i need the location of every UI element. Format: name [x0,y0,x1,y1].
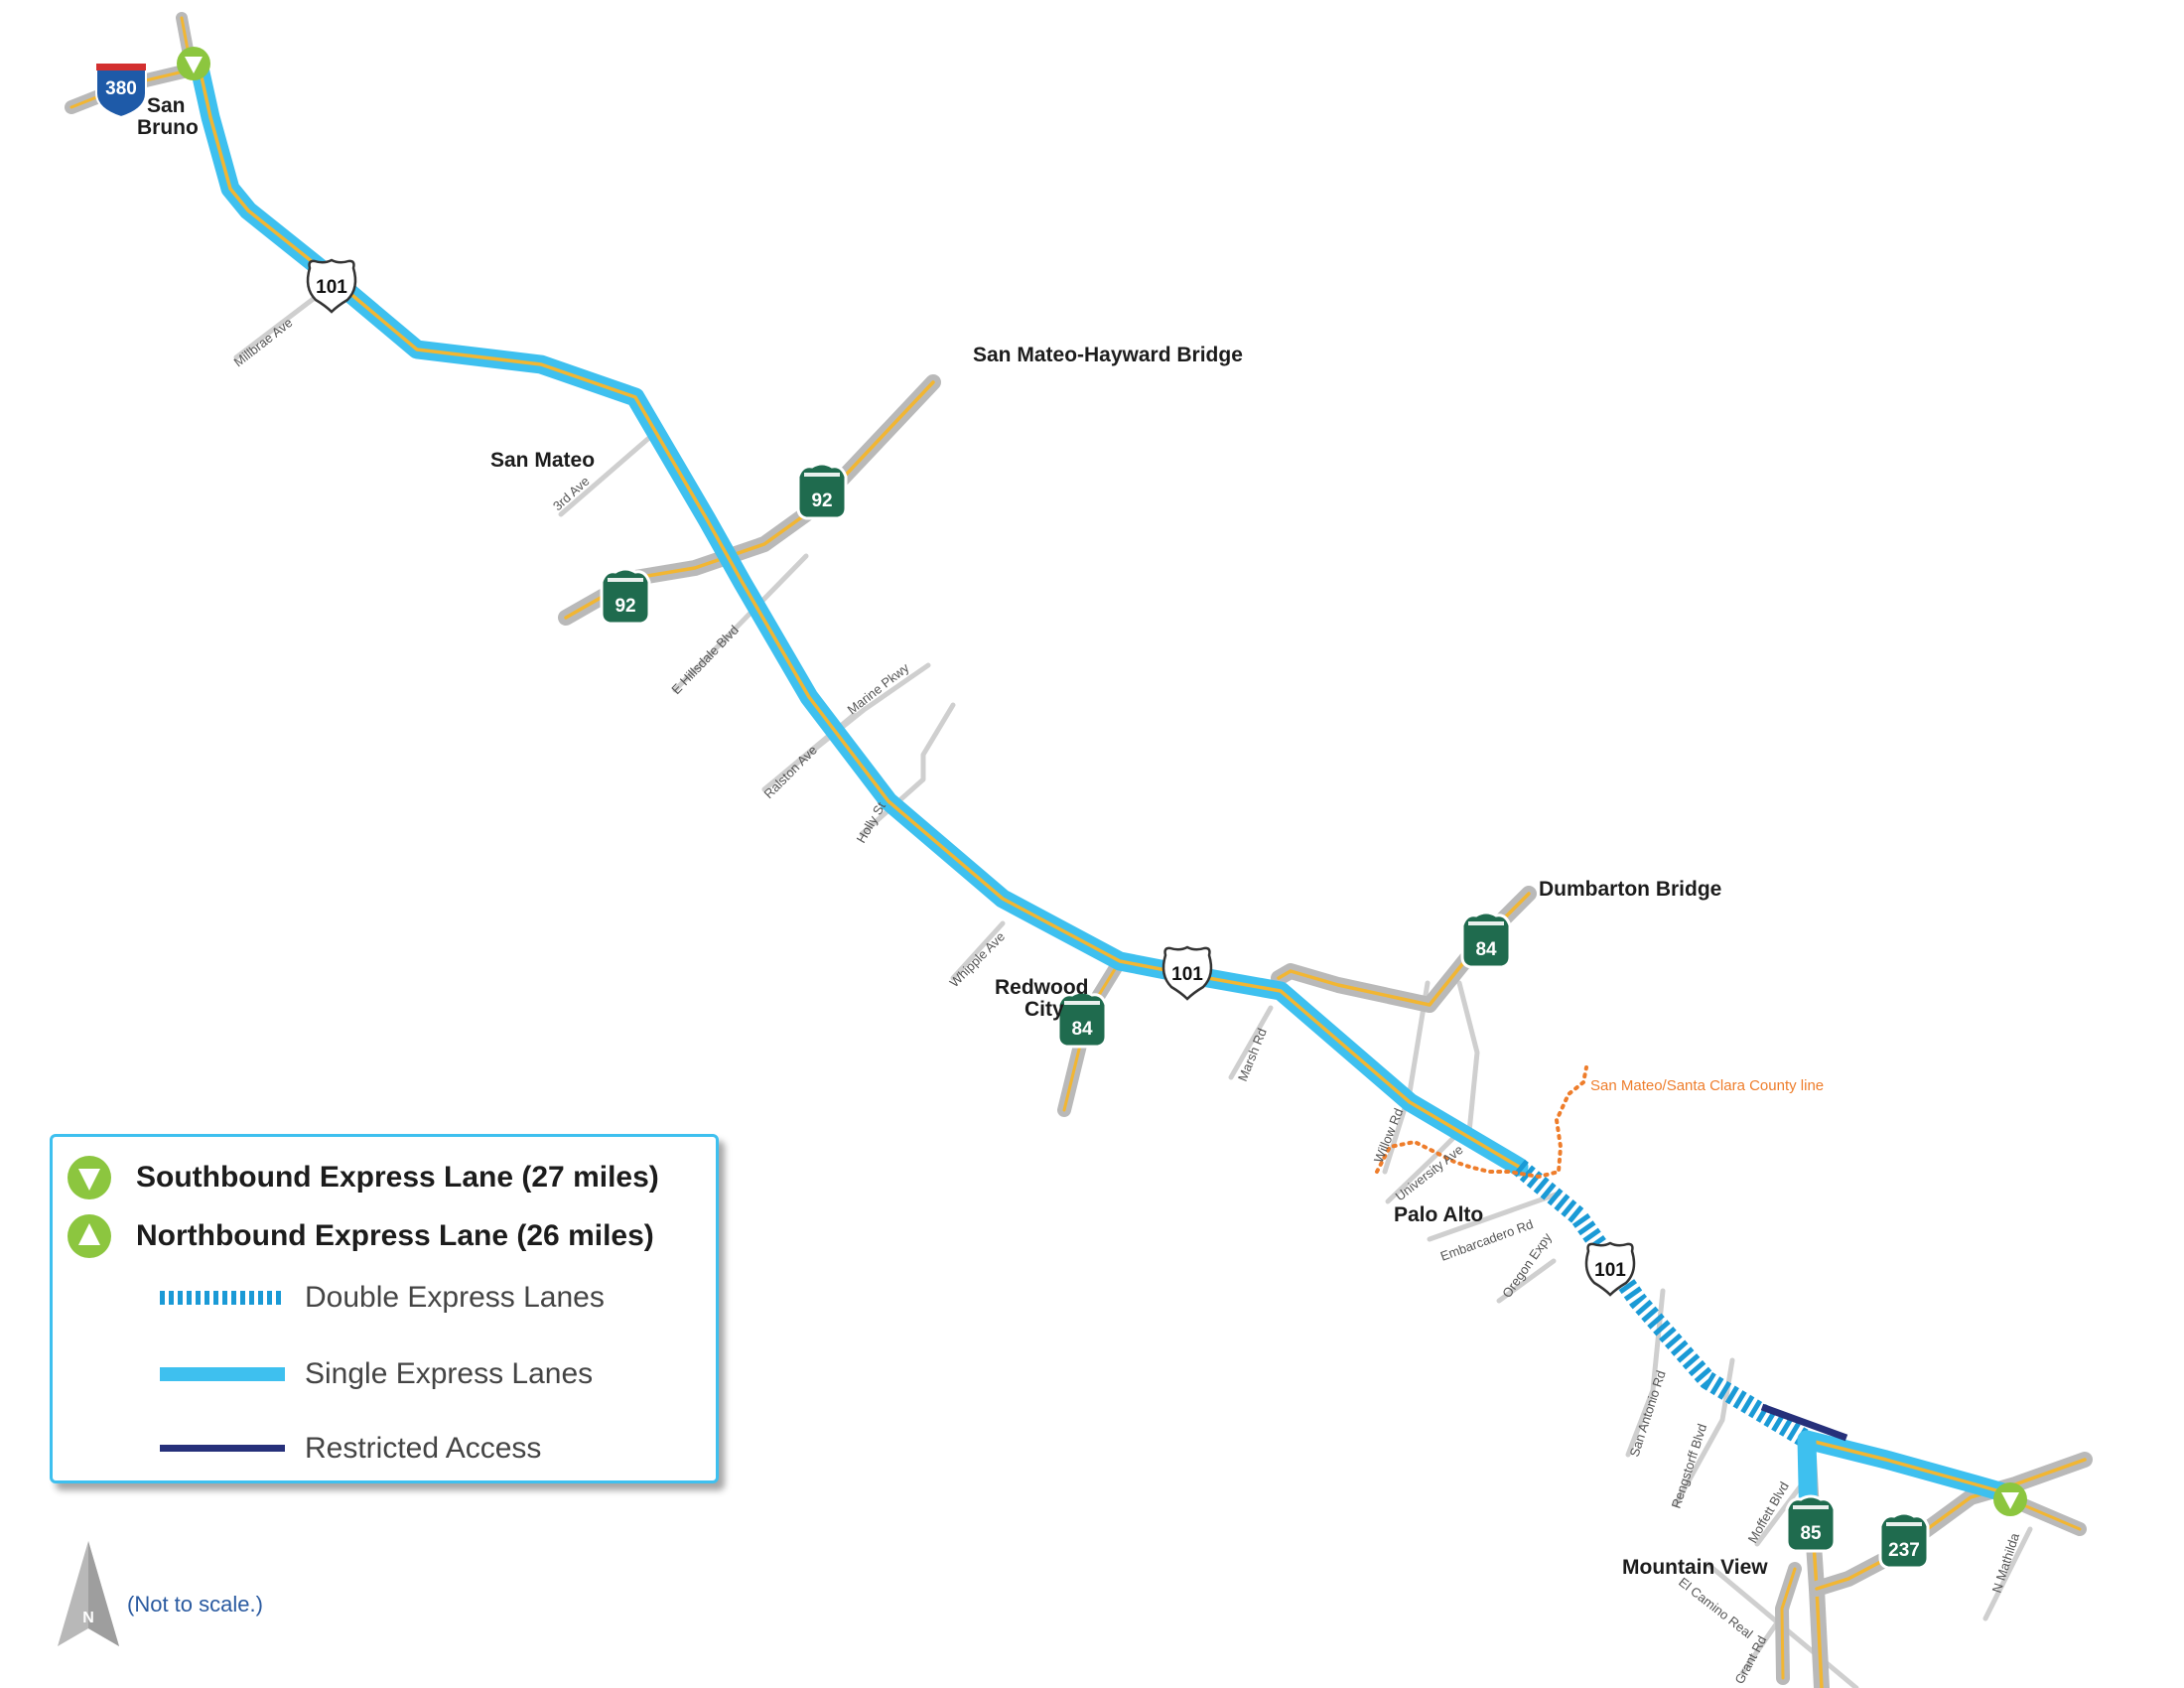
road-embarcadero-rd [1427,1191,1562,1242]
street-label-rengstorff: Rengstorff Blvd [1669,1422,1710,1510]
us101-shield-3: 101 [1584,1241,1636,1297]
north-label: N [82,1610,94,1626]
street-label-marsh: Marsh Rd [1235,1026,1270,1083]
county-line [1375,1065,1588,1180]
scale-note: (Not to scale.) [127,1592,263,1617]
southbound-marker-icon [68,1156,111,1199]
city-label-redwood-city-1: Redwood [995,976,1089,999]
svg-text:92: 92 [614,596,635,617]
road-e-hillsdale-blvd [672,553,809,693]
street-label-mathilda: N Mathilda [1989,1530,2023,1594]
street-label-hillsdale: E Hillsdale Blvd [668,623,742,697]
us101-shield-1: 101 [306,258,357,314]
sr84-shield-redwood: 84 [1056,990,1108,1049]
single-express-lane-north [189,54,1529,1177]
north-arrow-icon: N [58,1541,119,1646]
double-lane-swatch [160,1291,285,1305]
road-university-ave [1385,1129,1462,1204]
road-hwy84-spur [1456,980,1480,1135]
restricted-access-swatch [160,1445,285,1452]
bridge-label-dumbarton: Dumbarton Bridge [1539,878,1721,901]
city-label-redwood-city-2: City [1024,998,1064,1021]
svg-text:84: 84 [1475,939,1497,960]
northbound-marker-icon [68,1214,111,1258]
legend-southbound: Southbound Express Lane (27 miles) [136,1161,659,1194]
sr92-shield-2: 92 [600,567,651,626]
city-label-san-mateo: San Mateo [490,449,595,472]
sr237-shield: 237 [1878,1511,1930,1570]
road-rengstorff-blvd [1673,1357,1735,1507]
street-label-university: University Ave [1393,1142,1466,1203]
street-label-marine: Marine Pkwy [845,659,912,717]
legend-double: Double Express Lanes [305,1281,605,1314]
us101-shield-2: 101 [1161,945,1213,1001]
i380-shield-label: 380 [105,78,137,99]
svg-text:101: 101 [1594,1260,1626,1281]
svg-text:84: 84 [1071,1019,1093,1040]
svg-text:237: 237 [1888,1540,1920,1561]
city-label-san-bruno-1: San [147,94,186,117]
street-label-san-antonio: San Antonio Rd [1627,1368,1669,1459]
street-label-moffett: Moffett Blvd [1745,1479,1792,1546]
single-lane-swatch [160,1367,285,1381]
city-label-san-bruno-2: Bruno [137,116,199,139]
road-san-antonio-rd [1625,1288,1666,1458]
legend-northbound: Northbound Express Lane (26 miles) [136,1219,654,1252]
double-express-lane [1512,1159,1812,1449]
legend-single: Single Express Lanes [305,1357,594,1390]
i380-shield: 380 [95,64,147,119]
street-label-millbrae: Millbrae Ave [231,315,296,369]
svg-text:101: 101 [316,277,347,298]
road-whipple-ave [950,920,1006,981]
svg-text:92: 92 [811,491,832,511]
restricted-access-segment [1760,1403,1848,1442]
city-label-palo-alto: Palo Alto [1394,1203,1483,1226]
southbound-start-marker [177,47,210,80]
legend-restricted: Restricted Access [305,1432,542,1465]
street-label-holly: Holly St [854,799,889,846]
street-label-el-camino: El Camino Real [1676,1575,1755,1641]
svg-text:101: 101 [1171,964,1203,985]
county-line-label: San Mateo/Santa Clara County line [1590,1077,1824,1094]
road-oregon-expy [1496,1258,1557,1304]
road-millbrae-ave [233,285,331,360]
sr92-shield-1: 92 [796,462,848,520]
southbound-end-marker [1993,1482,2027,1516]
bridge-label-san-mateo-hayward: San Mateo-Hayward Bridge [973,344,1243,366]
city-label-mountain-view: Mountain View [1622,1556,1768,1579]
sr85-shield: 85 [1785,1494,1837,1553]
map-legend: Southbound Express Lane (27 miles) North… [50,1134,719,1483]
road-n-mathilda [1982,1526,2033,1621]
road-marsh-rd [1228,1005,1274,1080]
street-label-grant: Grant Rd [1731,1633,1769,1687]
svg-text:85: 85 [1800,1523,1822,1544]
street-label-ralston: Ralston Ave [761,743,820,801]
road-moffett-blvd [1754,1481,1805,1547]
sr84-shield-dumbarton: 84 [1460,911,1512,969]
road-3rd-ave [558,434,653,517]
